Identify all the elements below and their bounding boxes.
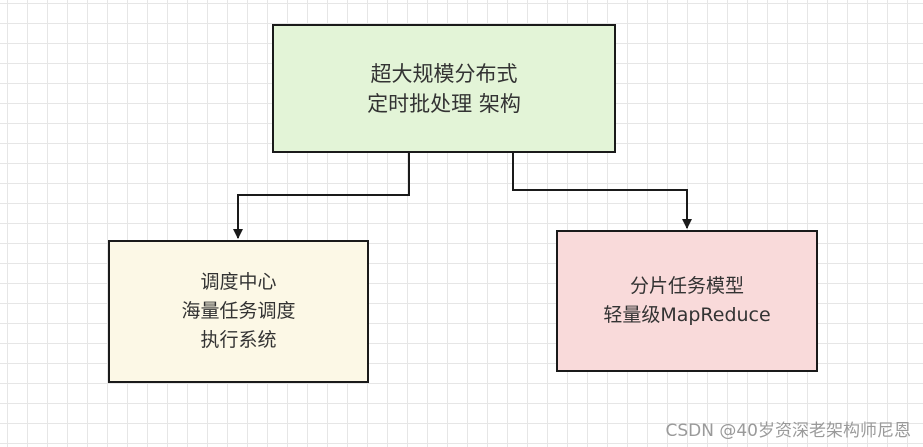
node-root-line-2: 定时批处理 架构 [367,91,521,116]
node-left-line-1: 调度中心 [200,271,277,293]
node-root-line-1: 超大规模分布式 [370,61,518,86]
node-left-line-2: 海量任务调度 [181,300,296,322]
edge-root-to-left [233,153,410,239]
node-right-line-1: 分片任务模型 [629,275,744,297]
node-left-line-3: 执行系统 [200,329,277,351]
node-scheduling-center[interactable]: 调度中心 海量任务调度 执行系统 [108,240,369,383]
watermark-text: CSDN @40岁资深老架构师尼恩 [665,421,911,441]
node-right-line-2: 轻量级MapReduce [603,304,771,326]
node-sharding-model[interactable]: 分片任务模型 轻量级MapReduce [556,230,818,372]
edge-root-to-right [512,153,692,229]
node-root-architecture[interactable]: 超大规模分布式 定时批处理 架构 [272,24,616,153]
